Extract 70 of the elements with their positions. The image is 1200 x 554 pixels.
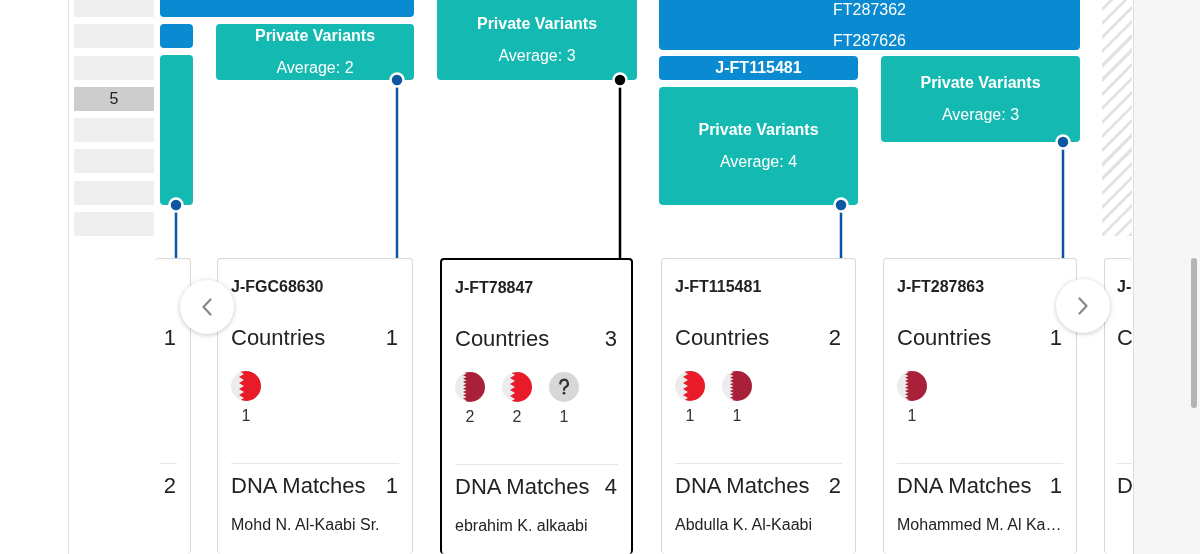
- scale-value: 5: [109, 90, 119, 108]
- match-name: Abdulla K. Al-Kaabi: [675, 515, 812, 535]
- dna-matches-count: 2: [828, 473, 841, 499]
- branch-card: [440, 258, 633, 554]
- variants-title: Private Variants: [920, 74, 1041, 92]
- variants-box: [659, 87, 858, 205]
- variants-average: Average: 2: [276, 59, 354, 77]
- variants-title: Private Variants: [254, 27, 376, 45]
- branch-card: [661, 258, 856, 554]
- variants-box: [216, 24, 414, 80]
- connector-line: [833, 197, 849, 258]
- variants-average: Average: 3: [941, 106, 1020, 124]
- branch-title: J-FT78847: [455, 278, 534, 298]
- branch-card: [883, 258, 1077, 554]
- branch-bar: [659, 56, 858, 80]
- variants-box: [160, 55, 193, 205]
- variants-average: Average: 3: [498, 47, 576, 65]
- branch-bar: [160, 0, 414, 17]
- dna-matches-count: 1: [1049, 473, 1062, 499]
- branch-title: J-: [1117, 277, 1132, 297]
- flag-count: 2: [465, 408, 475, 426]
- countries-count: 2: [828, 325, 841, 351]
- hatched-area: [1102, 0, 1132, 236]
- dna-matches-count: 1: [385, 473, 398, 499]
- branch-card: [217, 258, 413, 554]
- variants-box: [881, 56, 1080, 142]
- flag-count: 1: [559, 408, 569, 426]
- connector-line: [612, 72, 628, 258]
- branch-title: J-FT287863: [897, 277, 985, 297]
- countries-label: Countries: [455, 326, 550, 352]
- countries-label: C: [1117, 325, 1133, 351]
- flag-count: 2: [512, 408, 522, 426]
- flag-count: 1: [241, 407, 251, 425]
- branch-bar: [659, 0, 1080, 50]
- dna-matches-label: DNA Matches: [455, 474, 590, 500]
- flag-count: 1: [732, 407, 742, 425]
- branch-id: FT287362: [833, 0, 906, 19]
- branch-card: [155, 258, 191, 554]
- flag-count: 1: [685, 407, 695, 425]
- dna-matches-label: DNA Matches: [675, 473, 810, 499]
- branch-id: J-FT115481: [715, 59, 802, 77]
- variants-box: [437, 0, 637, 80]
- match-name: Mohd N. Al-Kaabi Sr.: [231, 515, 380, 535]
- branch-card: [1104, 258, 1132, 554]
- countries-count: 1: [385, 325, 398, 351]
- connector-line: [168, 197, 184, 258]
- variants-title: Private Variants: [476, 15, 598, 33]
- countries-count: 3: [604, 326, 617, 352]
- branch-title: J-FT115481: [675, 277, 762, 297]
- countries-label: Countries: [675, 325, 770, 351]
- branch-title: J-FGC68630: [231, 277, 324, 297]
- variants-title: Private Variants: [698, 121, 819, 139]
- scale-cell: [74, 87, 154, 111]
- branch-id: FT287626: [833, 31, 906, 50]
- match-name: ebrahim K. alkaabi: [455, 516, 588, 536]
- match-name: Mohammed M. Al Ka…: [897, 515, 1062, 535]
- dna-matches-label: DNA Matches: [231, 473, 366, 499]
- countries-count: 1: [1049, 325, 1062, 351]
- variants-average: Average: 4: [719, 153, 798, 171]
- connector-line: [389, 72, 405, 258]
- countries-label: Countries: [897, 325, 992, 351]
- dna-matches-count: 4: [604, 474, 617, 500]
- branch-bar: [160, 24, 193, 48]
- countries-label: Countries: [231, 325, 326, 351]
- flag-count: 1: [907, 407, 917, 425]
- dna-matches-count: 2: [163, 473, 176, 499]
- dna-matches-label: DNA Matches: [897, 473, 1032, 499]
- countries-count: 1: [163, 325, 176, 351]
- dna-matches-label: D: [1117, 473, 1133, 499]
- connector-line: [1055, 134, 1071, 258]
